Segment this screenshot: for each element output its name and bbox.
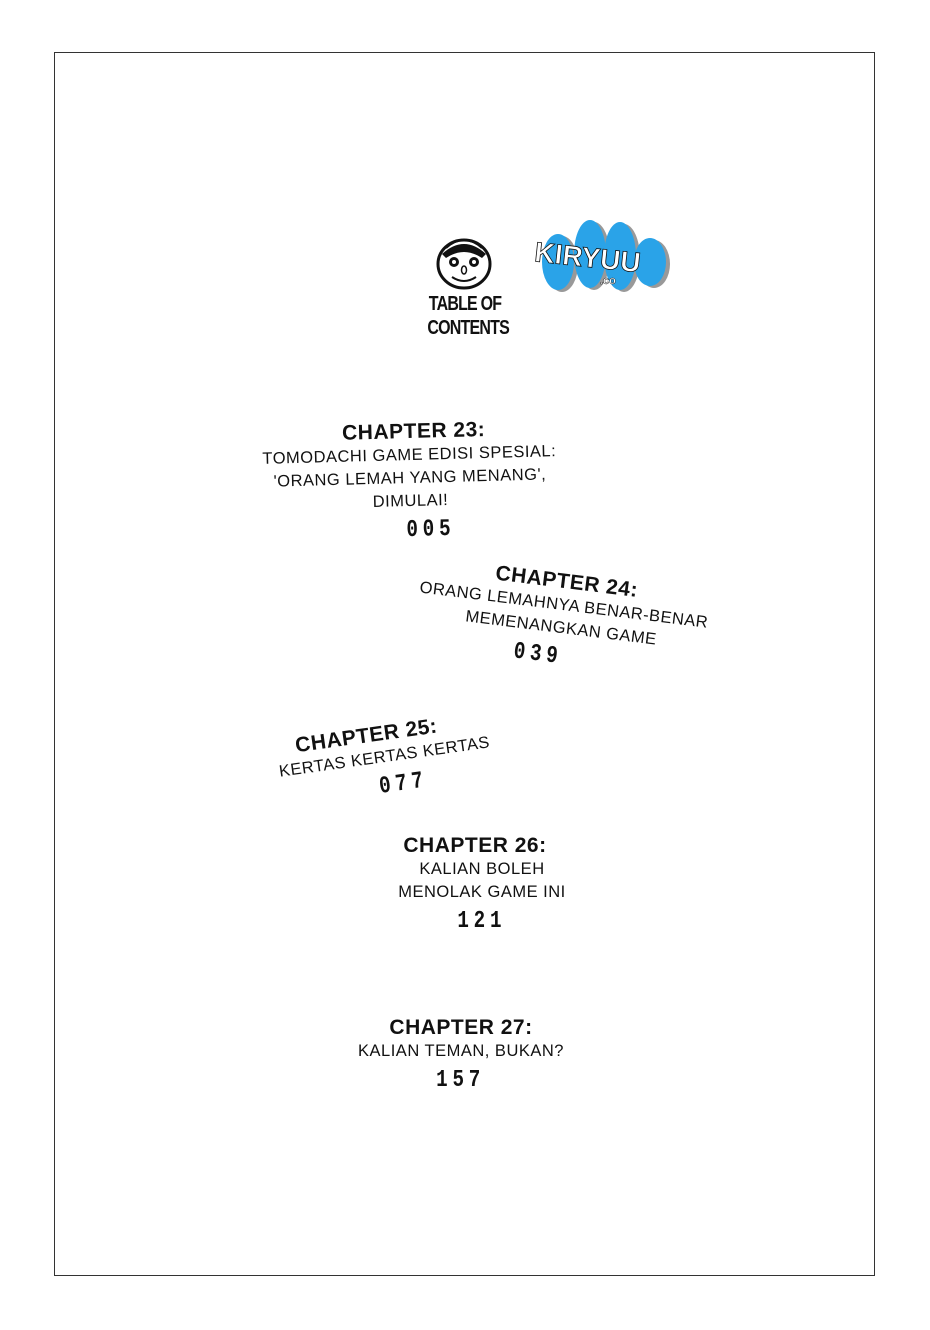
page-number: 005 xyxy=(406,515,457,545)
table-of-contents-title: TABLE OF CONTENTS xyxy=(427,292,509,340)
chapter-title-line: KALIAN TEMAN, BUKAN? xyxy=(358,1042,564,1060)
chapter-26-entry[interactable]: CHAPTER 26: KALIAN BOLEH MENOLAK GAME IN… xyxy=(398,834,566,935)
chapter-heading: CHAPTER 27: xyxy=(389,1016,533,1039)
face-icon xyxy=(436,238,492,290)
page-border xyxy=(54,52,875,1276)
chapter-title-line: MENOLAK GAME INI xyxy=(398,883,566,901)
svg-text:.co: .co xyxy=(600,275,616,287)
page-number: 157 xyxy=(436,1067,486,1094)
page-number: 121 xyxy=(457,908,507,935)
chapter-27-entry[interactable]: CHAPTER 27: KALIAN TEMAN, BUKAN? 157 xyxy=(358,1016,564,1094)
page-number: 039 xyxy=(511,638,564,672)
chapter-heading: CHAPTER 26: xyxy=(403,834,547,857)
chapter-23-entry[interactable]: CHAPTER 23: TOMODACHI GAME EDISI SPESIAL… xyxy=(262,416,559,548)
toc-title-line: CONTENTS xyxy=(427,317,509,339)
chapter-title-line: KALIAN BOLEH xyxy=(419,860,545,878)
kiryuu-logo: KIRYUU .co xyxy=(533,220,670,292)
toc-title-line: TABLE OF xyxy=(428,293,502,315)
